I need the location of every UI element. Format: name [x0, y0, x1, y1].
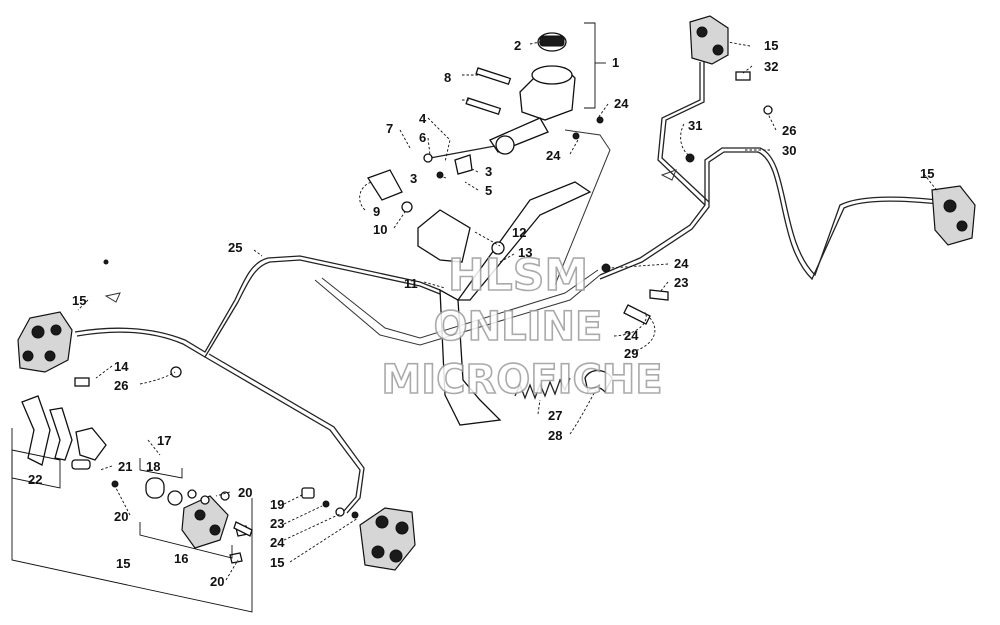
callout-4: 4: [419, 111, 427, 126]
callout-13: 13: [518, 245, 532, 260]
callout-25: 25: [228, 240, 242, 255]
callout-24-mid: 24: [546, 148, 561, 163]
grouping-brackets: [11, 22, 606, 613]
callout-9: 9: [373, 204, 380, 219]
callout-labels: 1 2 8 24 4 7 6 24 3 3 5 9 10 12 13 11 25…: [28, 38, 934, 589]
callout-10: 10: [373, 222, 387, 237]
watermark: HLSM ONLINE MICROFICHE: [381, 249, 664, 404]
watermark-line-1: HLSM: [448, 250, 588, 301]
caliper-exploded-parts: [21, 395, 359, 564]
callout-8: 8: [444, 70, 451, 85]
callout-30: 30: [782, 143, 796, 158]
callout-18: 18: [146, 459, 160, 474]
callout-22: 22: [28, 472, 42, 487]
callout-1: 1: [612, 55, 619, 70]
callout-20-top: 20: [238, 485, 252, 500]
callout-23-bottom: 23: [270, 516, 284, 531]
callout-20-bottom: 20: [210, 574, 224, 589]
callout-23-right: 23: [674, 275, 688, 290]
caliper-bottom: [359, 507, 416, 571]
callout-17: 17: [157, 433, 171, 448]
leader-lines: [77, 41, 939, 581]
brake-line-30: [599, 62, 939, 281]
callout-27: 27: [548, 408, 562, 423]
callout-3-right: 3: [485, 164, 492, 179]
callout-24-lower: 24: [624, 328, 639, 343]
callout-7: 7: [386, 121, 393, 136]
callout-3-left: 3: [410, 171, 417, 186]
clip-28: [584, 369, 613, 394]
hardware-parts: [74, 71, 773, 387]
callout-26-left: 26: [114, 378, 128, 393]
callout-24-top: 24: [614, 96, 629, 111]
callout-14: 14: [114, 359, 129, 374]
watermark-line-3: MICROFICHE: [381, 357, 662, 403]
caliper-left: [17, 311, 73, 373]
master-cylinder: [429, 32, 576, 159]
brake-pedal-assembly: [314, 129, 611, 426]
callout-24-bottom: 24: [270, 535, 285, 550]
caliper-top-right: [689, 15, 729, 65]
callout-24-right: 24: [674, 256, 689, 271]
watermark-line-2: ONLINE: [434, 304, 603, 350]
callout-5: 5: [485, 183, 492, 198]
callout-15-top-right: 15: [764, 38, 778, 53]
callout-31: 31: [688, 118, 702, 133]
brake-line-25: [74, 255, 441, 514]
callout-15-left: 15: [72, 293, 86, 308]
callout-6: 6: [419, 130, 426, 145]
callout-32: 32: [764, 59, 778, 74]
callout-26-right: 26: [782, 123, 796, 138]
callout-19: 19: [270, 497, 284, 512]
callout-15-group: 15: [116, 556, 130, 571]
callout-2: 2: [514, 38, 521, 53]
callout-16: 16: [174, 551, 188, 566]
callout-12: 12: [512, 225, 526, 240]
caliper-right: [931, 185, 976, 246]
callout-29: 29: [624, 346, 638, 361]
callout-20-left: 20: [114, 509, 128, 524]
callout-15-bottom: 15: [270, 555, 284, 570]
callout-11: 11: [404, 276, 418, 291]
callout-21: 21: [118, 459, 132, 474]
callout-15-right: 15: [920, 166, 934, 181]
spring-27: [514, 377, 571, 400]
callout-28: 28: [548, 428, 562, 443]
